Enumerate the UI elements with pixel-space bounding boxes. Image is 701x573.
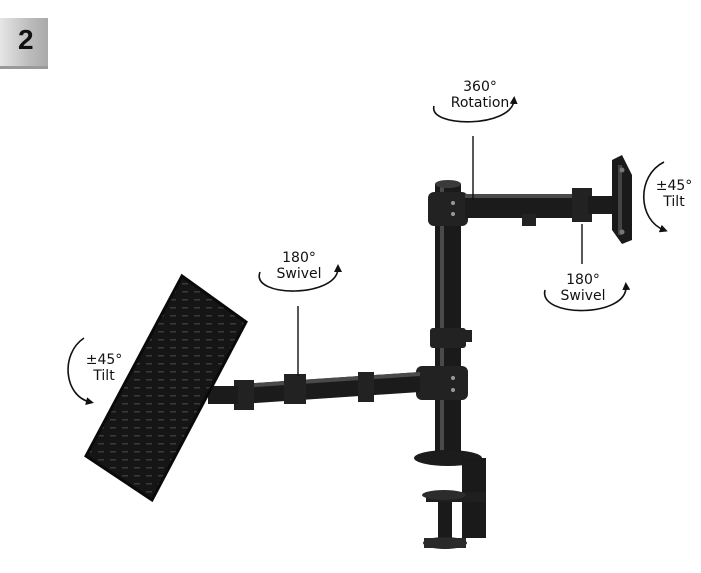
tilt-left-degrees: ±45°	[85, 352, 123, 368]
swivel-right-label: 180° Swivel	[548, 272, 618, 304]
leader-lines	[297, 136, 583, 376]
desk-clamp	[414, 450, 486, 549]
swivel-right-text: Swivel	[560, 288, 606, 304]
tilt-right-label: ±45° Tilt	[648, 178, 700, 210]
swivel-left-label: 180° Swivel	[264, 250, 334, 282]
tilt-left-label: ±45° Tilt	[78, 352, 130, 384]
tilt-left-text: Tilt	[93, 368, 115, 384]
rotation-text: Rotation	[450, 95, 510, 111]
rotation-label: 360° Rotation	[445, 79, 515, 111]
swivel-right-degrees: 180°	[566, 272, 600, 288]
step-badge: 2	[0, 18, 48, 69]
lower-arm	[208, 366, 468, 410]
pole	[430, 180, 472, 464]
swivel-left-degrees: 180°	[282, 250, 316, 266]
upper-arm	[428, 188, 612, 226]
swivel-left-text: Swivel	[276, 266, 322, 282]
left-monitor-back	[84, 273, 248, 503]
motion-arcs	[67, 96, 668, 405]
vesa-bracket-right	[612, 155, 632, 244]
step-number: 2	[18, 24, 34, 55]
tilt-right-degrees: ±45°	[655, 178, 693, 194]
rotation-degrees: 360°	[463, 79, 497, 95]
tilt-right-text: Tilt	[663, 194, 685, 210]
